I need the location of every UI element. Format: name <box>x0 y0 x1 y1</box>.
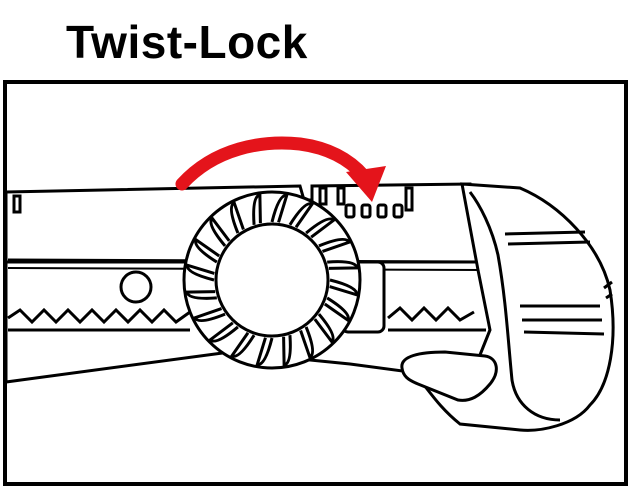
knob-tooth <box>229 331 256 358</box>
knurled-lock-wheel-icon <box>182 190 362 370</box>
knob-tooth <box>299 326 315 360</box>
knob-tooth <box>207 321 239 343</box>
grip-housing <box>416 182 615 432</box>
knob-tooth <box>185 290 217 300</box>
knob-tooth <box>288 202 315 229</box>
knob-tooth <box>305 217 337 239</box>
knob-tooth <box>270 193 289 223</box>
knob-tooth <box>329 278 359 297</box>
thumb-slot <box>400 350 498 402</box>
grip-inner <box>468 191 561 422</box>
knob-tooth <box>323 296 350 323</box>
knob-tooth <box>313 313 335 345</box>
knob-tooth <box>194 237 221 264</box>
knob-tooth <box>185 263 215 282</box>
page-title: Twist-Lock <box>66 16 308 68</box>
zigzag-track <box>7 307 191 325</box>
rivet-hole <box>119 270 153 304</box>
knob-tooth <box>229 200 245 234</box>
knob-tooth <box>282 335 292 367</box>
knob-tooth <box>255 337 274 367</box>
curved-rotation-arrow-icon <box>175 136 386 202</box>
knob-tooth <box>327 260 359 270</box>
knob-tooth <box>192 307 226 323</box>
knob-tooth <box>318 237 352 253</box>
knob-tooth <box>209 215 231 247</box>
grip-ribs <box>504 230 613 336</box>
blade-notches <box>12 186 414 219</box>
zigzag-track-right <box>387 305 475 323</box>
knob-tooth <box>252 193 262 225</box>
